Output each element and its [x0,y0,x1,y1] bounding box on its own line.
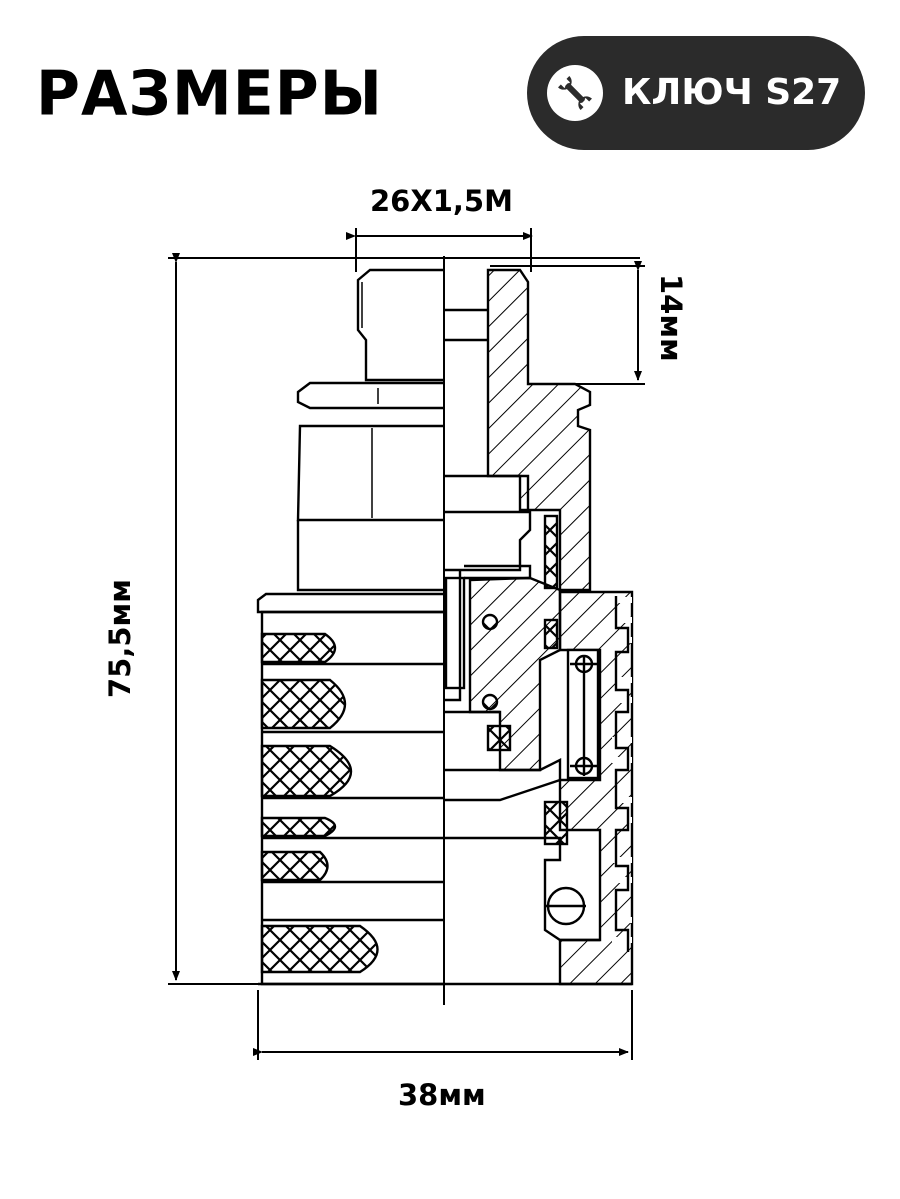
badge-label: КЛЮЧ S27 [622,72,842,113]
outer-diameter-label: 38мм [398,1078,486,1112]
wrench-size-badge: КЛЮЧ S27 [527,36,865,150]
total-height-label: 75,5мм [103,579,137,698]
thread-dimension-label: 26Х1,5М [370,184,513,218]
knurled-bands [260,632,379,974]
section-view [258,268,634,986]
fitting-outline [256,256,445,1005]
wrench-icon [547,65,603,121]
page-title: РАЗМЕРЫ [36,58,383,130]
thread-length-label: 14мм [654,274,688,362]
dimension-lines [168,228,645,1060]
